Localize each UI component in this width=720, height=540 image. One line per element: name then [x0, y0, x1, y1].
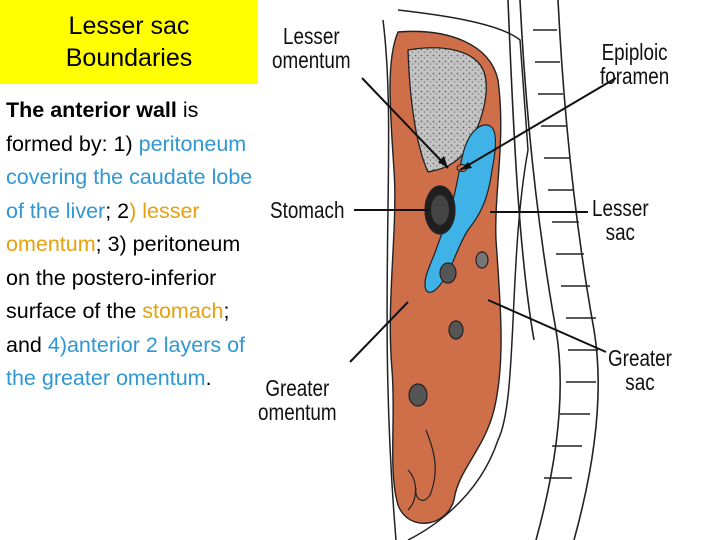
label-greater-omentum-line-2: omentum: [258, 399, 337, 425]
description-text: The anterior wall is formed by: 1) perit…: [6, 94, 256, 396]
pointer-lines: [349, 77, 617, 363]
label-stomach: Stomach: [270, 197, 345, 223]
title-line-2: Boundaries: [65, 44, 193, 72]
label-epiploic-line-2: foramen: [600, 63, 670, 89]
vertebral-column: [507, 0, 600, 540]
desc-part-2: is formed by: 1): [6, 98, 199, 156]
desc-stomach: stomach: [142, 299, 224, 323]
label-lesser-omentum-line-1: Lesser: [282, 23, 340, 49]
desc-part-10: .: [205, 366, 212, 390]
label-greater-sac: Greater sac: [608, 346, 672, 394]
desc-caudate: peritoneum covering the caudate lobe of …: [6, 131, 253, 223]
title-box: Lesser sac Boundaries: [0, 0, 258, 84]
desc-lesser-omentum: ) lesser omentum: [6, 198, 200, 257]
label-greater-omentum-line-1: Greater: [265, 375, 330, 401]
desc-part-6: ; 3) peritoneum on the postero-inferior …: [6, 232, 241, 323]
label-lesser-omentum: Lesser omentum: [272, 24, 351, 72]
label-epiploic-foramen: Epiploic foramen: [600, 40, 669, 88]
title-line-1: Lesser sac: [68, 12, 190, 40]
label-lesser-omentum-line-2: omentum: [272, 47, 351, 73]
label-lesser-sac-line-1: Lesser: [592, 195, 649, 221]
anterior-wall-heading: The anterior wall: [6, 98, 177, 122]
label-greater-sac-line-2: sac: [625, 369, 655, 395]
sagittal-section-diagram: Lesser omentum Epiploic foramen Stomach …: [258, 0, 672, 540]
label-lesser-sac-line-2: sac: [605, 219, 635, 245]
desc-greater-omentum: 4)anterior 2 layers of the greater oment…: [6, 332, 246, 391]
label-lesser-sac: Lesser sac: [592, 196, 649, 244]
label-greater-omentum: Greater omentum: [258, 376, 337, 424]
desc-part-8: ; and: [6, 299, 230, 357]
desc-part-4: ; 2: [105, 198, 130, 223]
label-greater-sac-line-1: Greater: [608, 345, 672, 371]
intestinal-loops: [407, 251, 489, 511]
label-epiploic-line-1: Epiploic: [601, 39, 668, 65]
